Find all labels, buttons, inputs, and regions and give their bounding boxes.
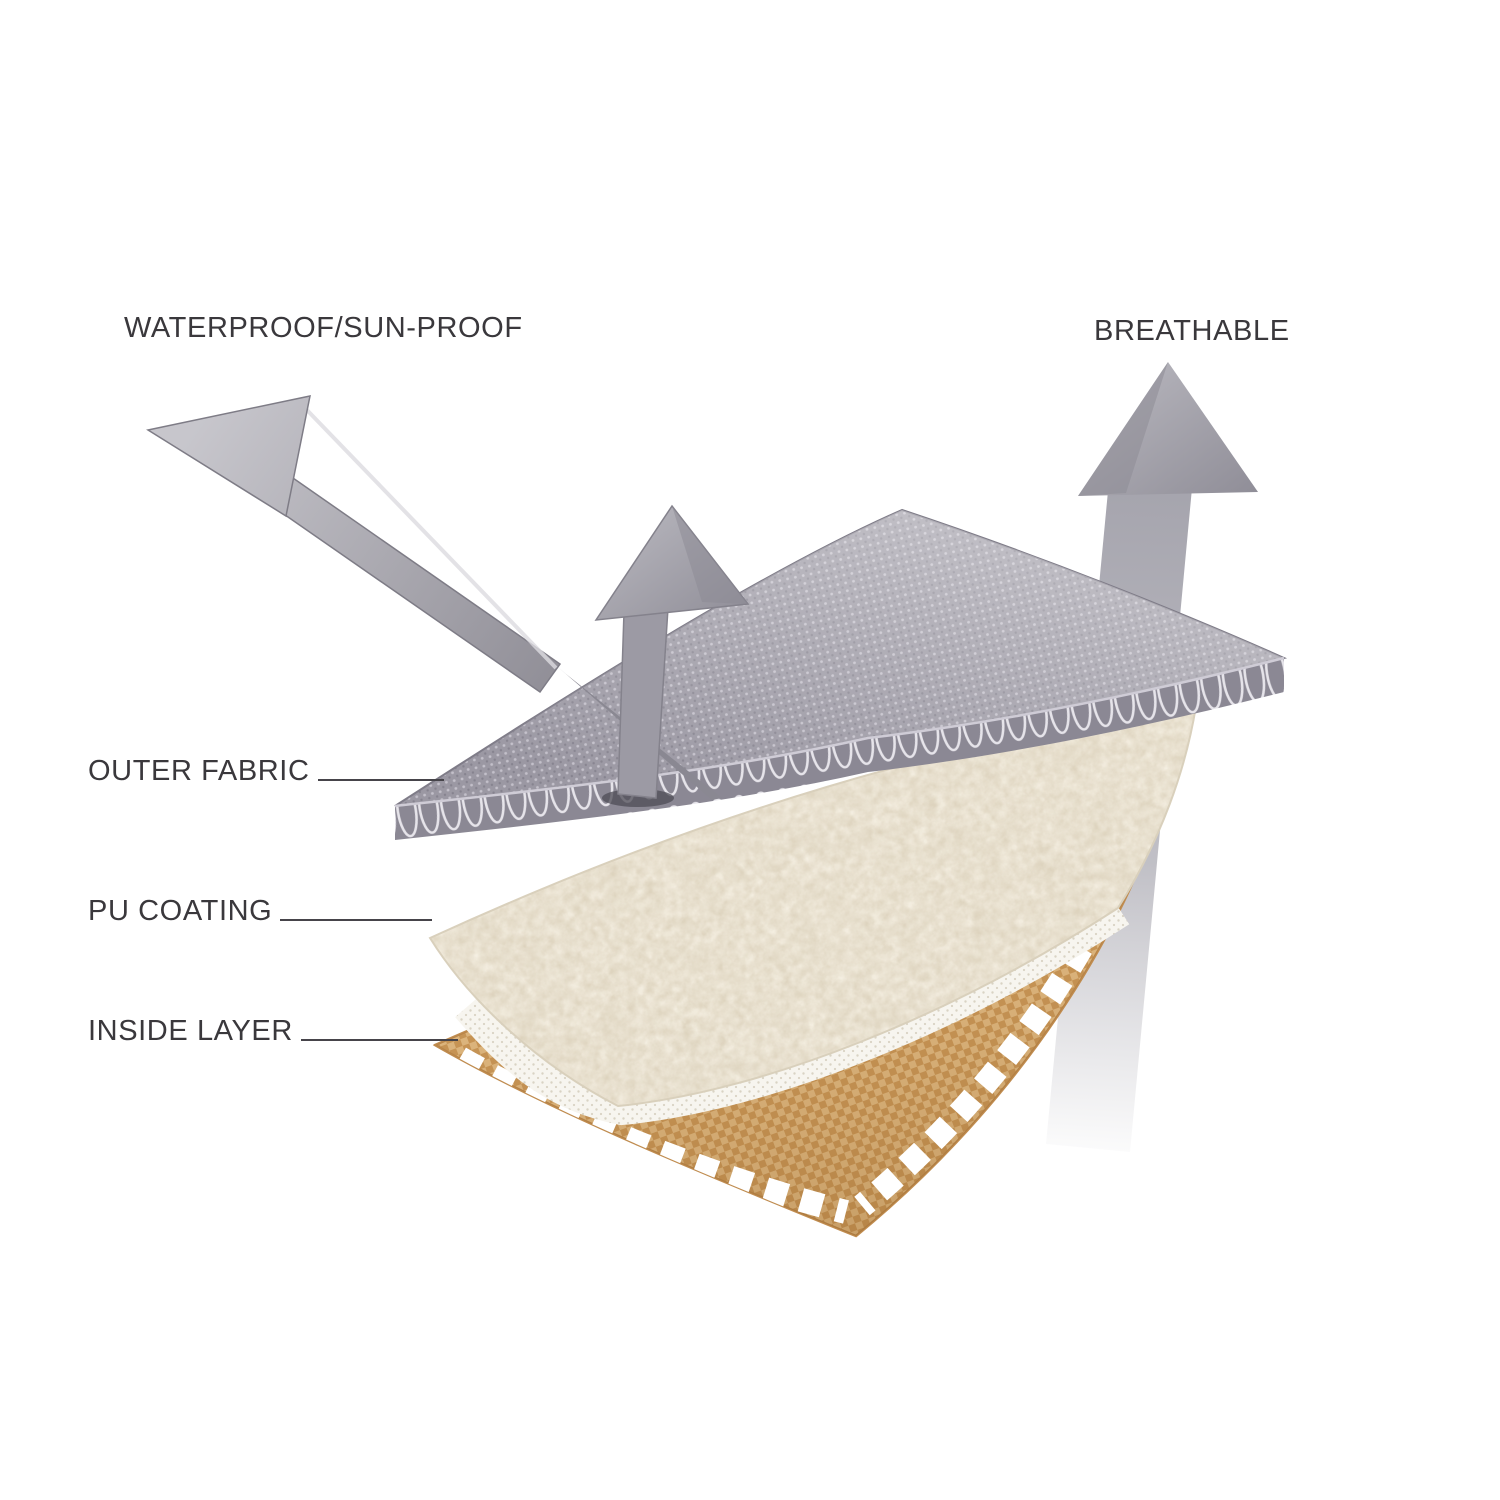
outer-fabric-leader-line xyxy=(317,778,444,781)
outer-fabric-label: OUTER FABRIC xyxy=(88,755,310,787)
inside-layer-label: INSIDE LAYER xyxy=(88,1015,293,1047)
filmstrip-holes xyxy=(454,739,1174,1224)
pu-coating-callout: PU COATING xyxy=(88,895,432,928)
inside-layer-leader-line xyxy=(300,1038,458,1041)
pu-coating-leader-line xyxy=(280,918,432,921)
breathable-heading: BREATHABLE xyxy=(1094,315,1290,347)
waterproof-heading: WATERPROOF/SUN-PROOF xyxy=(124,312,523,344)
vapor-arrow-icon xyxy=(594,504,750,807)
pu-dotted-edge xyxy=(455,895,1130,1126)
pu-coating-label: PU COATING xyxy=(88,895,273,927)
outer-fabric-callout: OUTER FABRIC xyxy=(88,755,444,788)
inside-layer-callout: INSIDE LAYER xyxy=(88,1015,458,1048)
